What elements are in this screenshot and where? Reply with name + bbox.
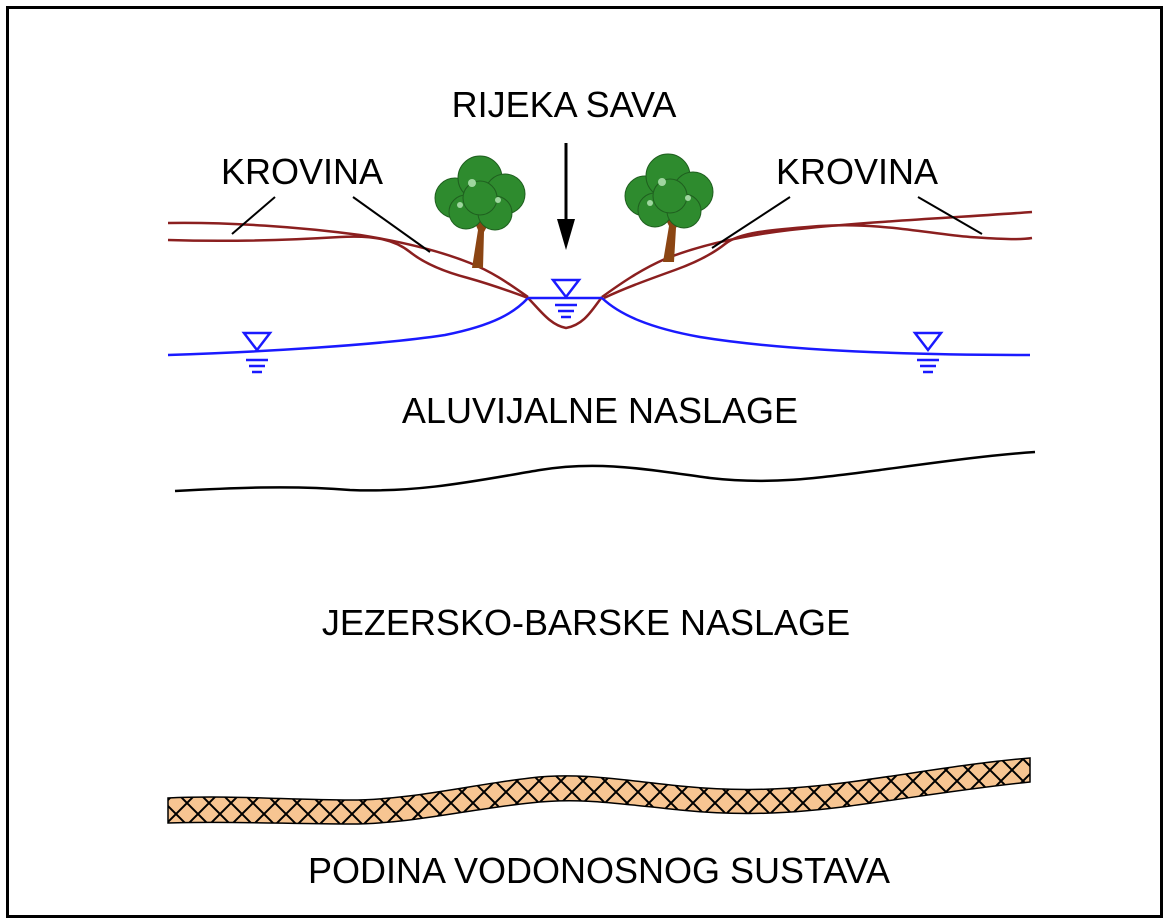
aquifer-base-band bbox=[167, 757, 1031, 825]
lacustrine-label: JEZERSKO-BARSKE NASLAGE bbox=[322, 602, 850, 643]
base-label: PODINA VODONOSNOG SUSTAVA bbox=[308, 850, 890, 891]
roof-pointer-lines bbox=[231, 196, 983, 253]
water-level-symbol-icon bbox=[912, 331, 944, 374]
diagram-frame bbox=[6, 6, 1163, 918]
tree-icon bbox=[434, 155, 526, 268]
roof-left-label: KROVINA bbox=[221, 151, 383, 192]
water-table-line bbox=[167, 296, 1031, 357]
layer-boundary-line bbox=[174, 450, 1036, 493]
roof-layer-lines bbox=[167, 210, 1033, 330]
water-level-symbol-icon bbox=[241, 331, 273, 374]
arrow-down-icon bbox=[557, 143, 575, 250]
water-level-symbol-icon bbox=[550, 278, 582, 319]
alluvial-label: ALUVIJALNE NASLAGE bbox=[402, 390, 798, 431]
tree-icon bbox=[624, 153, 714, 262]
roof-right-label: KROVINA bbox=[776, 151, 938, 192]
river-label: RIJEKA SAVA bbox=[452, 84, 677, 125]
